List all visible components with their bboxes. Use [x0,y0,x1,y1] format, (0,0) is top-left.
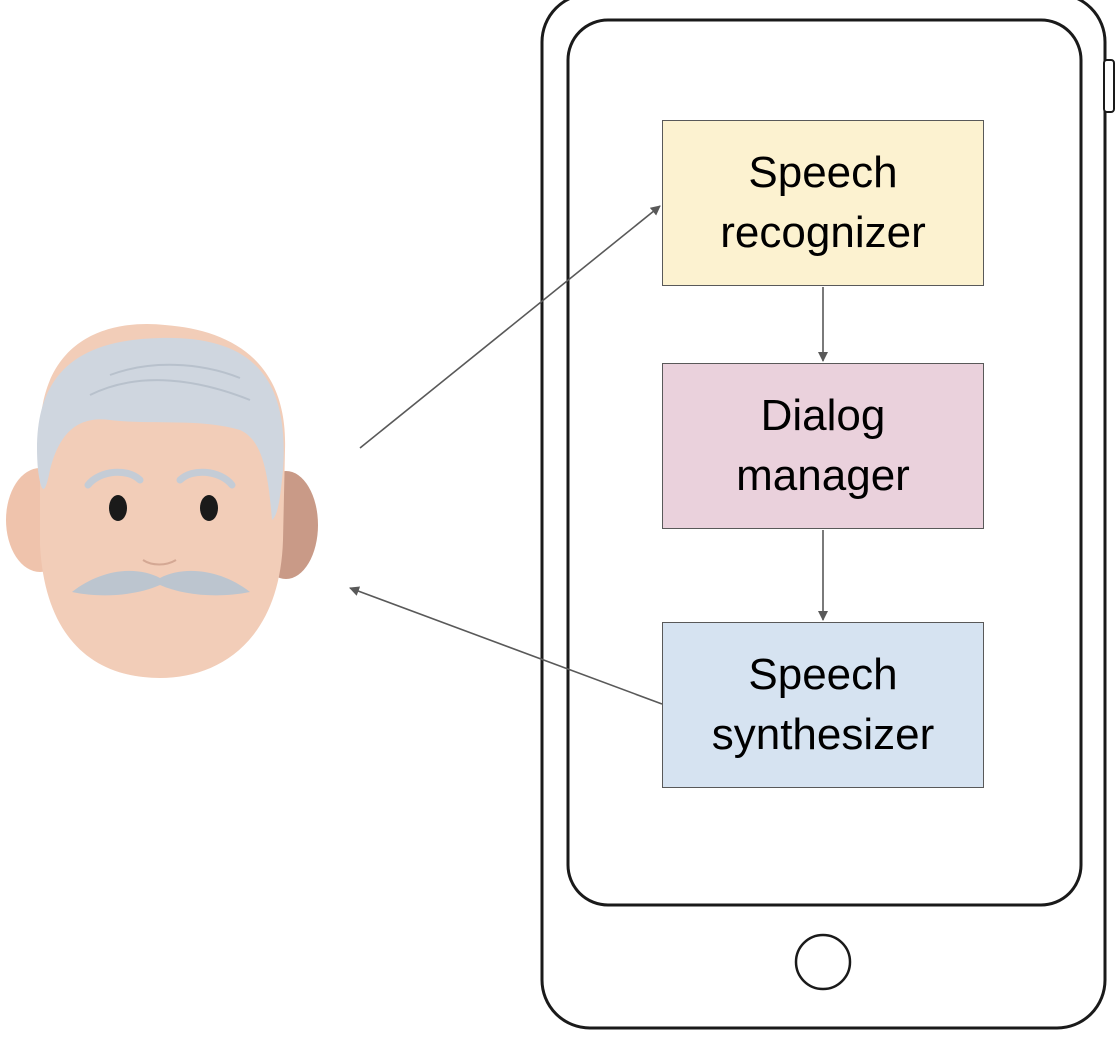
speech-recognizer-label-line-1: Speech [748,148,898,198]
home-button-icon [794,933,852,991]
speech-recognizer-box: Speech recognizer [662,120,984,286]
speech-synthesizer-label-line-1: Speech [748,650,898,700]
edge-synthesizer-to-user [349,586,663,705]
edge-user-to-recognizer [359,205,661,449]
speech-synthesizer-box: Speech synthesizer [662,622,984,788]
dialog-manager-label-line-2: manager [736,451,910,500]
dialog-manager-box: Dialog manager [662,363,984,529]
elderly-man-face-icon [6,323,318,678]
speech-recognizer-label-line-2: recognizer [720,208,926,257]
speech-synthesizer-label-line-2: synthesizer [711,710,935,759]
dialog-manager-label-line-1: Dialog [760,391,886,441]
